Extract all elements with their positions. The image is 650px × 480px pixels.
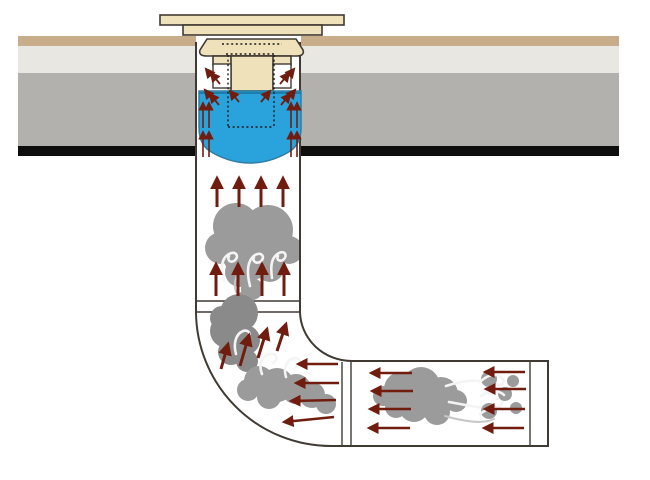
smoke-swirl <box>259 352 278 376</box>
smoke-swirl <box>269 250 287 280</box>
horizontal-pipe-left-arrows-mid <box>366 367 413 434</box>
smoke-swirl <box>246 252 265 288</box>
smoke-swirl <box>444 415 495 423</box>
sewer-gas-clouds <box>205 203 522 425</box>
drain-pipe <box>195 42 549 447</box>
drain-cover-step <box>182 24 323 36</box>
annulus-up-arrows-right <box>286 101 302 157</box>
floor-drain-fixture <box>159 14 345 92</box>
floor-slab-left <box>18 36 196 156</box>
gas-cloud-riser <box>205 203 303 309</box>
bell-dashed-outline <box>222 43 282 128</box>
fixture-blocked-gas-arrows-right <box>260 67 297 106</box>
floor-concrete-layer <box>301 73 619 146</box>
floor-membrane-layer <box>18 146 196 156</box>
elbow-left-arrows <box>281 358 339 427</box>
elbow-outer-wall <box>195 311 332 447</box>
gas-flow-arrows <box>198 67 526 434</box>
horizontal-pipe-left-arrows-right <box>481 366 526 434</box>
floor-slab-right <box>301 36 619 156</box>
floor-screed-layer <box>301 46 619 73</box>
fixture-blocked-gas-arrows-left <box>203 67 240 106</box>
floor-concrete-layer <box>18 73 196 146</box>
water-trap-seal <box>198 90 302 164</box>
floor-membrane-layer <box>301 146 619 156</box>
drain-cover-plate <box>159 14 345 26</box>
elbow-inner-wall <box>299 311 353 362</box>
floor-finish-layer <box>18 36 196 46</box>
trap-water <box>198 90 302 164</box>
riser-up-arrows-lower <box>209 261 291 296</box>
floor-finish-layer <box>301 36 619 46</box>
elbow-diagonal-arrows <box>218 321 290 370</box>
floor-screed-layer <box>18 46 196 73</box>
drain-clamp-collar <box>198 38 305 57</box>
riser-up-arrows-below-water <box>210 175 290 207</box>
gas-cloud-joint <box>210 294 260 372</box>
drain-bell-column <box>230 55 274 92</box>
annulus-up-arrows-left <box>198 101 214 157</box>
gas-swirls-right <box>478 371 522 419</box>
